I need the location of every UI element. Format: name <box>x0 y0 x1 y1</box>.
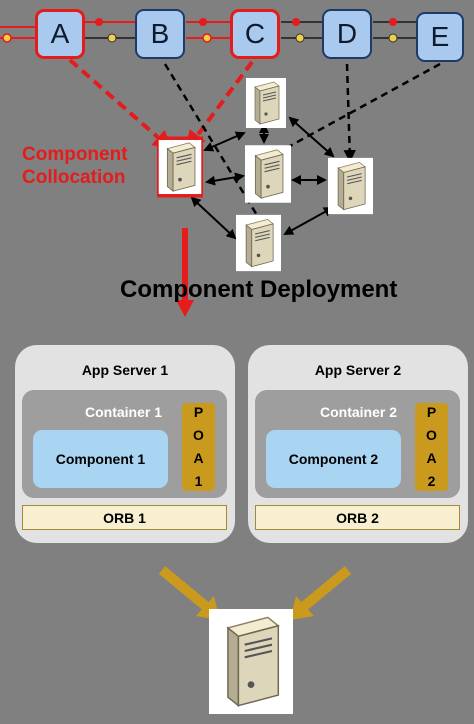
component-d: D <box>322 9 372 59</box>
component-a: A <box>35 9 85 59</box>
deployment-arrow-head <box>176 300 194 317</box>
server-icon <box>246 78 286 133</box>
poa-2-letter: P <box>426 404 437 420</box>
poa-2-letter: A <box>426 450 437 466</box>
server-icon <box>209 604 293 724</box>
poa-2: P O A 2 <box>415 403 448 491</box>
collocation-label: Component Collocation <box>22 143 128 189</box>
app-server-2-title: App Server 2 <box>314 362 402 378</box>
poa-2-letter: 2 <box>427 473 436 489</box>
component-port-links <box>0 18 416 43</box>
poa-1-letter: A <box>193 450 204 466</box>
app-server-1-title: App Server 1 <box>81 362 169 378</box>
gold-arrows <box>158 566 352 620</box>
collocation-label-line2: Collocation <box>22 167 126 188</box>
orb-2: ORB 2 <box>255 505 460 530</box>
component-b: B <box>135 9 185 59</box>
server-network-links <box>190 116 335 240</box>
container-1: Container 1 Component 1 P O A 1 <box>22 390 227 498</box>
server-icon <box>236 212 281 279</box>
app-server-2: App Server 2 Container 2 Component 2 P O… <box>248 345 468 543</box>
orb-1: ORB 1 <box>22 505 227 530</box>
component-c: C <box>230 9 280 59</box>
app-server-1: App Server 1 Container 1 Component 1 P O… <box>15 345 235 543</box>
component-1-box: Component 1 <box>33 430 168 488</box>
container-2-title: Container 2 <box>320 404 398 420</box>
deploy-line-a <box>68 58 174 151</box>
deploy-line-c <box>185 60 254 152</box>
poa-1-letter: 1 <box>194 473 203 489</box>
container-2: Container 2 Component 2 P O A 2 <box>255 390 460 498</box>
server-icon <box>328 155 373 222</box>
deploy-line-d <box>343 63 356 163</box>
component-e: E <box>416 12 464 62</box>
container-1-title: Container 1 <box>85 404 163 420</box>
collocation-label-line1: Component <box>22 144 128 165</box>
poa-2-letter: O <box>426 427 437 443</box>
poa-1-letter: O <box>193 427 204 443</box>
server-icon <box>245 142 291 211</box>
deploy-line-e <box>265 62 441 160</box>
deployment-title: Component Deployment <box>120 276 398 303</box>
component-2-box: Component 2 <box>266 430 401 488</box>
poa-1: P O A 1 <box>182 403 215 491</box>
server-icon <box>155 135 205 204</box>
poa-1-letter: P <box>193 404 204 420</box>
